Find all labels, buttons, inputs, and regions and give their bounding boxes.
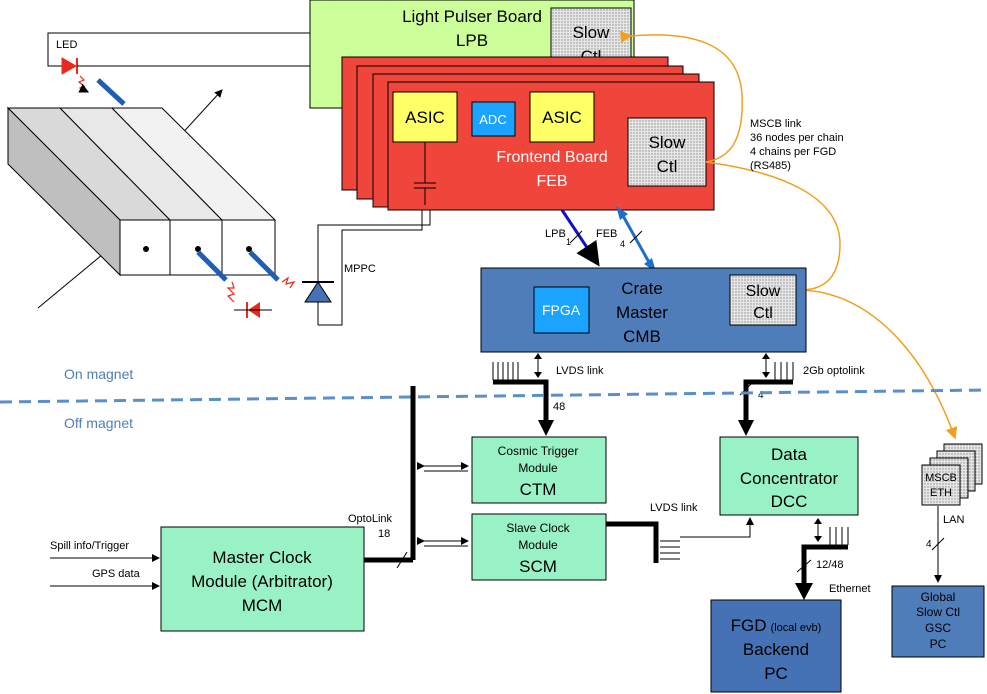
fpga-label: FPGA <box>542 302 581 318</box>
mscb-eth-line1: MSCB <box>925 472 957 484</box>
lan-label: LAN <box>943 514 964 526</box>
trunk-module-links <box>417 462 469 547</box>
mcm-line1: Master Clock <box>212 548 312 567</box>
gsc-line4: PC <box>930 637 947 651</box>
optolink-label: OptoLink <box>348 513 393 525</box>
off-magnet-label: Off magnet <box>64 415 133 431</box>
led-top: LED <box>47 32 310 93</box>
spill-info-label: Spill info/Trigger <box>50 540 129 552</box>
mppc-label: MPPC <box>344 263 376 275</box>
scm-line1: Slave Clock <box>506 521 570 535</box>
lpb-title: Light Pulser Board <box>402 7 542 26</box>
cmb-slow-label: Slow <box>746 283 781 300</box>
lvds-link-top: LVDS link <box>556 365 604 377</box>
feb-bus-count: 4 <box>620 239 625 249</box>
lpb-bus-count: 1 <box>566 237 571 247</box>
adc-label: ADC <box>479 112 506 127</box>
fgd-main: FGD <box>731 616 767 635</box>
asic-left <box>392 91 458 143</box>
lvds-link-mid: LVDS link <box>650 502 698 514</box>
ctm-line2: Module <box>518 461 558 475</box>
ethernet-count: 12/48 <box>816 559 844 571</box>
global-slow-ctl: Global Slow Ctl GSC PC <box>891 585 985 658</box>
lan-count: 4 <box>926 539 932 550</box>
magnet-boundary <box>0 388 987 404</box>
optolink-2gb: 2Gb optolink <box>803 365 865 377</box>
lpb-bus-label: LPB <box>545 228 566 240</box>
mscb-link-line3: 4 chains per FGD <box>750 146 836 158</box>
mcm-line2: Module (Arbitrator) <box>191 572 333 591</box>
crate-master-board: FPGA Crate Master CMB Slow Ctl <box>480 267 807 353</box>
data-concentrator: Data Concentrator DCC <box>719 436 859 516</box>
adc <box>471 101 516 137</box>
mcm-abbr: MCM <box>242 596 283 615</box>
fgd-backend-pc: FGD (local evb) Backend PC <box>710 599 842 693</box>
dcc-ethernet-bus: 12/48 Ethernet <box>795 518 871 600</box>
cmb-line3: CMB <box>623 327 661 346</box>
mscb-eth-stack: MSCB ETH <box>921 443 983 506</box>
scintillator-bars <box>6 89 277 309</box>
scm-line2: Module <box>518 538 558 552</box>
fiber-bottom-right <box>248 250 280 282</box>
scm-abbr: SCM <box>519 557 557 576</box>
mscb-eth-line2: ETH <box>930 487 952 499</box>
dcc-abbr: DCC <box>771 492 808 511</box>
mscb-eth-box <box>921 464 961 506</box>
lpb-abbr: LPB <box>456 31 488 50</box>
led-bottom <box>226 281 272 318</box>
cmb-ctl-label: Ctl <box>753 305 773 322</box>
feb-ctl-label: Ctl <box>657 157 678 176</box>
lpb-slow-ctl-box <box>550 7 632 67</box>
gps-data-label: GPS data <box>92 568 141 580</box>
fiber-bottom-left <box>196 250 228 282</box>
mscb-link-line1: MSCB link <box>750 118 802 130</box>
gsc-line2: Slow Ctl <box>916 605 960 619</box>
bus-4-label: 4 <box>758 390 764 401</box>
asic-right-label: ASIC <box>542 108 582 127</box>
frontend-board-stack: ASIC ADC ASIC Frontend Board FEB Slow Ct… <box>341 56 715 211</box>
asic-right <box>529 91 595 143</box>
fpga <box>533 286 590 334</box>
dcc-line1: Data <box>771 445 807 464</box>
asic-left-label: ASIC <box>405 108 445 127</box>
gsc-line1: Global <box>921 590 956 604</box>
cmb-optolink-bus: 2Gb optolink 4 <box>738 353 865 436</box>
cmb-line2: Master <box>616 303 668 322</box>
gsc-line3: GSC <box>925 621 951 635</box>
master-clock-module: Master Clock Module (Arbitrator) MCM <box>160 526 365 632</box>
fgd-line2: Backend <box>743 640 809 659</box>
feb-title: Frontend Board <box>496 149 607 166</box>
feb-bus-label: FEB <box>596 228 617 240</box>
cmb-line1: Crate <box>621 279 663 298</box>
fgd-line3: PC <box>764 664 788 683</box>
led-label: LED <box>56 39 77 51</box>
dcc-line2: Concentrator <box>740 469 839 488</box>
ctm-abbr: CTM <box>520 480 557 499</box>
mscb-link-line2: 36 nodes per chain <box>750 132 844 144</box>
slave-clock-module: Slave Clock Module SCM <box>471 513 607 581</box>
optolink-count: 18 <box>378 528 390 540</box>
feb-abbr: FEB <box>536 173 567 190</box>
on-magnet-label: On magnet <box>64 366 133 382</box>
feb-slow-ctl-box <box>627 117 707 187</box>
mppc: MPPC <box>281 195 431 326</box>
cmb-lvds-bus: LVDS link 48 <box>492 353 604 436</box>
fgd-sub: (local evb) <box>771 622 822 634</box>
scm-lvds-bus: LVDS link <box>606 502 754 563</box>
lpb-slow-label: Slow <box>573 23 611 42</box>
fgd-line1: FGD (local evb) <box>731 616 822 635</box>
bus-48-label: 48 <box>553 401 565 413</box>
cosmic-trigger-module: Cosmic Trigger Module CTM <box>471 436 607 504</box>
feb-lpb-bus: LPB 1 FEB 4 <box>545 206 656 272</box>
mscb-link-lines <box>620 30 958 440</box>
feb-slow-label: Slow <box>649 133 687 152</box>
mscb-link-line4: (RS485) <box>750 160 791 172</box>
fiber-top <box>96 78 126 106</box>
ctm-line1: Cosmic Trigger <box>498 444 579 458</box>
ethernet-label: Ethernet <box>829 583 871 595</box>
cmb-slow-ctl-box <box>729 274 797 326</box>
